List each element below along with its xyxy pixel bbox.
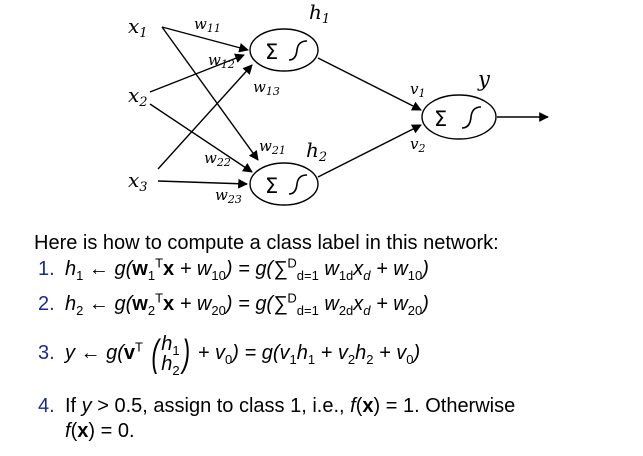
weight-w11: w11 [194, 15, 221, 35]
hidden-node-h2: Σ [249, 162, 319, 206]
step-1-formula: h1 ← g(w1Tx + w10) = g(∑Dd=1 w1dxd + w10… [65, 255, 429, 283]
edge-x1-h2 [161, 26, 259, 161]
step-2: 2. h2 ← g(w2Tx + w20) = g(∑Dd=1 w2dxd + w… [38, 290, 429, 318]
caption: Here is how to compute a class label in … [34, 232, 499, 254]
input-x3-label: x3 [128, 168, 148, 195]
step-4-text: If y > 0.5, assign to class 1, i.e., f(x… [65, 395, 516, 417]
step-4-continuation: f(x) = 0. [65, 420, 135, 442]
edge-x1-h1 [161, 26, 249, 53]
edge-x2-h1 [149, 53, 245, 93]
sigmoid-icon [461, 106, 482, 129]
edge-h2-y [317, 124, 422, 178]
weight-labels: w11 w12 w13 w21 w22 w23 v1 v2 [194, 15, 425, 206]
step-number: 1. [38, 258, 55, 280]
input-x2-label: x2 [128, 83, 148, 110]
step-number: 4. [38, 395, 55, 417]
sum-icon: Σ [434, 107, 447, 131]
output-y-label: y [477, 67, 491, 91]
edge-h1-y [317, 57, 422, 111]
weight-v1: v1 [410, 80, 425, 100]
step-4: 4. If y > 0.5, assign to class 1, i.e., f… [38, 395, 515, 418]
sigmoid-icon [288, 40, 308, 61]
step-number: 3. [38, 342, 55, 365]
step-number: 2. [38, 293, 55, 315]
weight-w13: w13 [253, 78, 280, 98]
weight-w12: w12 [208, 51, 235, 71]
step-1: 1. h1 ← g(w1Tx + w10) = g(∑Dd=1 w1dxd + w… [38, 255, 429, 283]
hidden-h2-label: h2 [306, 138, 327, 165]
input-edges [149, 26, 549, 189]
hidden-node-h1: Σ [249, 28, 319, 72]
weight-w23: w23 [215, 186, 242, 206]
edge-x3-h2 [157, 178, 248, 189]
hidden-h1-label: h1 [309, 0, 330, 27]
output-node: Σ [421, 94, 497, 140]
weight-w22: w22 [204, 149, 231, 169]
step-2-formula: h2 ← g(w2Tx + w20) = g(∑Dd=1 w2dxd + w20… [65, 290, 429, 318]
weight-v2: v2 [410, 135, 425, 155]
sigmoid-icon [288, 174, 308, 195]
edge-x3-h1 [157, 64, 253, 170]
sum-icon: Σ [265, 40, 278, 64]
neural-network-diagram: x1 x2 x3 w11 w12 w13 w21 w22 w23 v1 v2 Σ… [128, 0, 549, 206]
input-x1-label: x1 [128, 14, 148, 41]
weight-w21: w21 [259, 137, 286, 157]
edge-x2-h2 [149, 103, 253, 173]
sum-icon: Σ [265, 174, 278, 198]
